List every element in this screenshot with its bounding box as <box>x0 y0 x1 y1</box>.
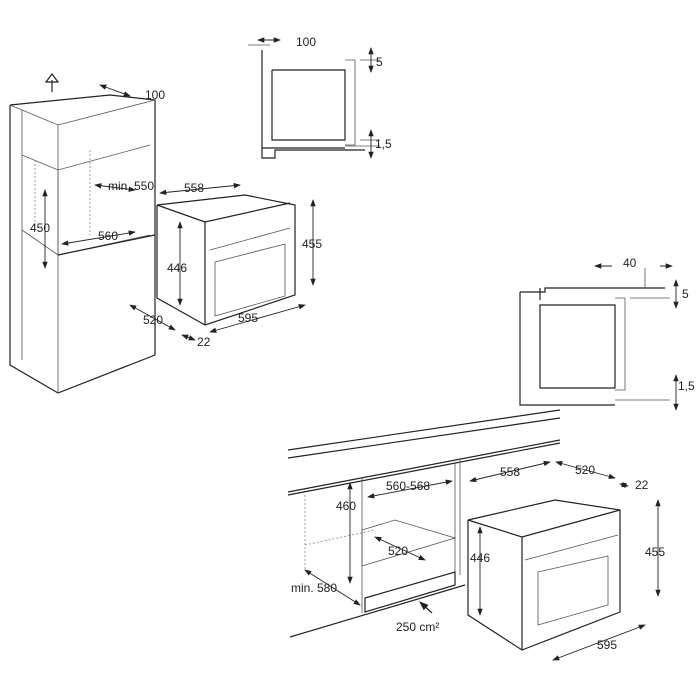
oven-2 <box>467 499 621 651</box>
under-dim-niche-depth: 520 <box>388 544 408 558</box>
detail-column-section <box>248 44 380 159</box>
airflow-arrow-icon <box>419 601 433 614</box>
kitchen-counter <box>287 409 561 638</box>
dim-top-vent: 100 <box>145 88 165 102</box>
oven1-dim-body-width: 558 <box>184 181 204 195</box>
under-vent-area: 250 cm² <box>396 620 439 634</box>
detail1-dim-gap-back: 100 <box>296 35 316 49</box>
vent-opening <box>364 571 456 613</box>
oven2-dim-body-height: 446 <box>470 551 490 565</box>
dim-niche-width: 560 <box>98 229 118 243</box>
oven2-dim-front-width: 595 <box>597 638 617 652</box>
detail1-dim-gap-bottom: 1,5 <box>375 137 392 151</box>
oven2-dim-body-width: 558 <box>500 465 520 479</box>
dim-niche-depth: min. 550 <box>108 179 154 193</box>
oven1-dim-front-thickness: 22 <box>197 335 211 349</box>
dim-niche-height: 450 <box>30 221 50 235</box>
oven2-dim-depth: 520 <box>575 463 595 477</box>
oven2-dim-front-thickness: 22 <box>635 478 649 492</box>
under-dim-cabinet-depth: min. 580 <box>291 581 337 595</box>
oven1-dim-front-width: 595 <box>238 311 258 325</box>
oven1-dim-front-height: 455 <box>302 237 322 251</box>
under-dim-niche-width: 560-568 <box>386 479 430 493</box>
detail-undercounter-section <box>519 268 670 406</box>
detail2-dim-gap-top: 5 <box>682 287 689 301</box>
detail1-dim-gap-top: 5 <box>376 55 383 69</box>
oven1-dim-depth: 520 <box>143 313 163 327</box>
up-arrow-icon <box>44 73 60 92</box>
oven2-dim-front-height: 455 <box>645 545 665 559</box>
detail2-dim-gap-back: 40 <box>623 256 637 270</box>
detail2-dim-gap-bottom: 1,5 <box>678 379 695 393</box>
oven-1 <box>156 194 296 326</box>
under-dim-niche-height: 460 <box>336 499 356 513</box>
oven1-dim-body-height: 446 <box>167 261 187 275</box>
